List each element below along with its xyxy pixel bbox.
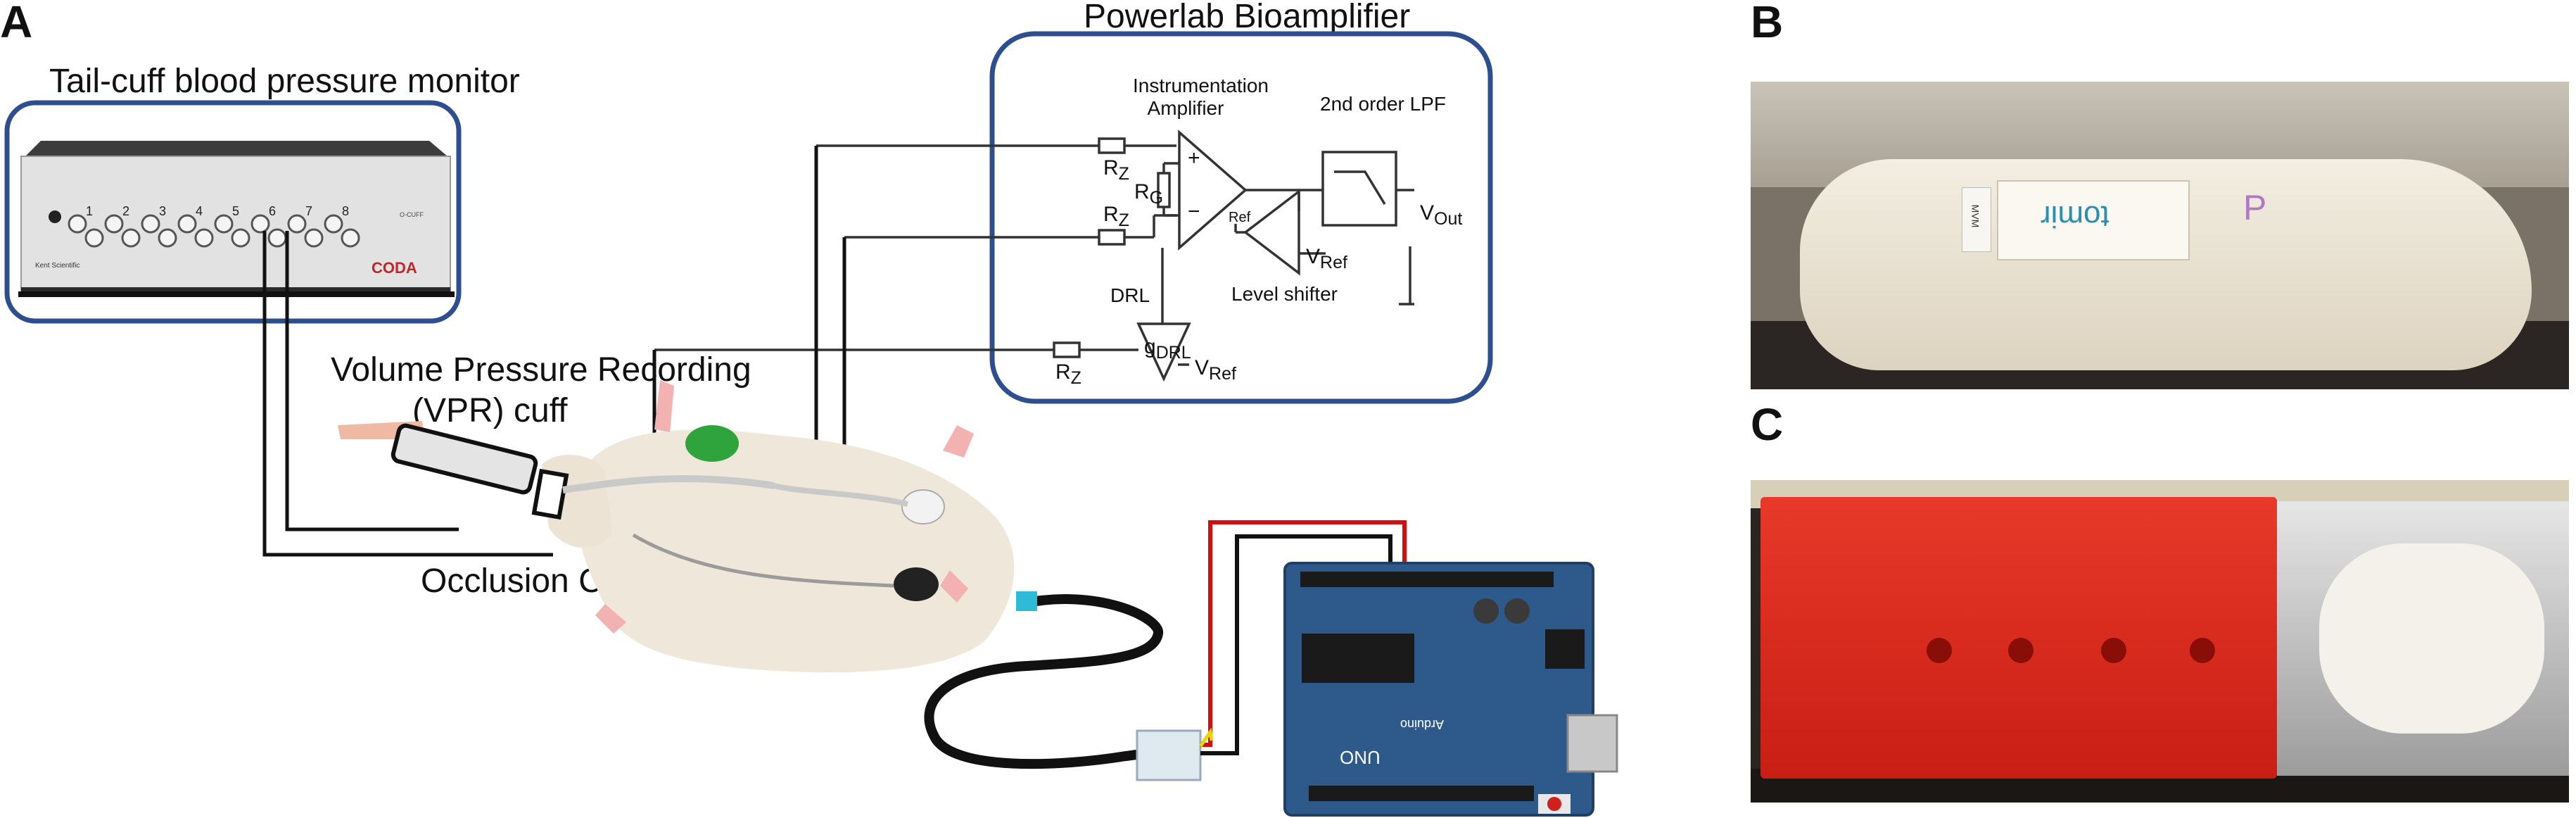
rz-label-1: RZ [1103, 156, 1129, 184]
arduino-cable [924, 520, 1407, 781]
plus-sign: + [1188, 146, 1200, 170]
photo-b-tag: tomir [1997, 180, 2190, 260]
photo-b-side-text: MVM [1969, 204, 1981, 228]
electrode-white [901, 489, 945, 524]
vpr-label-line1: Volume Pressure Recording [331, 351, 751, 389]
coda-ports: 1 2 3 4 5 6 7 8 [68, 204, 360, 248]
coda-port-sub-6 [267, 228, 287, 248]
g-drl-label: gDRL [1144, 335, 1191, 363]
electrode-green [685, 425, 739, 462]
coda-port-sub-2 [121, 228, 141, 248]
rat-illustration [338, 380, 1015, 673]
coda-port-6 [250, 214, 270, 234]
coda-port-sub-1 [84, 228, 104, 248]
minus-sign: − [1188, 200, 1200, 223]
inst-amp-line2: Amplifier [1147, 97, 1224, 119]
coda-channel-label-2: 2 [122, 204, 129, 218]
coda-port-sub-7 [304, 228, 324, 248]
photo-restrainer-wrapped: tomir MVM P [1751, 82, 2569, 389]
coda-sub-label: O-CUFF [400, 211, 424, 218]
arduino-board [1283, 562, 1618, 817]
panel-letter-a: A [0, 0, 33, 47]
vref-label-1: VRef [1306, 245, 1347, 272]
coda-port-sub-4 [194, 228, 214, 248]
coda-port-3 [141, 214, 160, 234]
arduino-uno-label: UNO [1340, 747, 1381, 768]
coda-port-sub-3 [158, 228, 177, 248]
coda-channel-label-1: 1 [86, 204, 93, 218]
level-shifter-label: Level shifter [1231, 283, 1338, 305]
photo-b-side-tag: MVM [1962, 187, 1991, 252]
amplifier-schematic [654, 130, 1414, 382]
photo-b-mark: P [2243, 188, 2267, 227]
coda-brand: CODA [372, 259, 417, 277]
ref-label: Ref [1229, 210, 1251, 225]
coda-port-sub-5 [231, 228, 250, 248]
panel-letter-c: C [1751, 399, 1784, 450]
arduino-brand-label: Arduino [1400, 717, 1445, 731]
coda-channel-label-5: 5 [232, 204, 239, 218]
vout-label: VOut [1420, 201, 1463, 229]
rz-label-2: RZ [1103, 203, 1129, 230]
electrode-black [894, 567, 939, 601]
inst-amp-line1: Instrumentation [1133, 75, 1269, 96]
coda-channel-label-7: 7 [305, 204, 312, 218]
clear-tube [2277, 501, 2569, 776]
coda-maker: Kent Scientific [35, 262, 80, 270]
drl-label: DRL [1110, 284, 1150, 306]
coda-port-2 [104, 214, 124, 234]
coda-port-4 [177, 214, 197, 234]
tail-cuff-monitor-label: Tail-cuff blood pressure monitor [49, 63, 520, 100]
coda-port-1 [68, 214, 87, 234]
coda-channel-label-3: 3 [159, 204, 166, 218]
coda-port-7 [287, 214, 307, 234]
powerlab-label: Powerlab Bioamplifier [1084, 0, 1411, 35]
vref-label-2: VRef [1195, 356, 1236, 384]
photo-b-tag-text: tomir [2041, 199, 2109, 234]
rz-label-3: RZ [1055, 360, 1081, 388]
coda-port-sub-8 [341, 228, 360, 248]
lpf-label: 2nd order LPF [1320, 93, 1446, 115]
powerlab-frame [989, 31, 1493, 404]
coda-channel-label-4: 4 [196, 204, 203, 218]
red-restrainer-block [1760, 497, 2277, 779]
vpr-cuff [391, 423, 775, 520]
coda-port-5 [214, 214, 234, 234]
coda-device: 1 2 3 4 5 6 7 8 [18, 141, 455, 297]
coda-channel-label-6: 6 [269, 204, 276, 218]
panel-letter-b: B [1751, 0, 1784, 47]
inst-amp-label: Instrumentation Amplifier [1133, 75, 1269, 120]
monitor-frame [4, 100, 462, 324]
vpr-label-line2: (VPR) cuff [412, 392, 568, 429]
coda-port-8 [324, 214, 343, 234]
coda-channel-label-8: 8 [342, 204, 349, 218]
photo-restrainer-tube [1751, 480, 2569, 803]
rg-label: RG [1134, 180, 1164, 208]
